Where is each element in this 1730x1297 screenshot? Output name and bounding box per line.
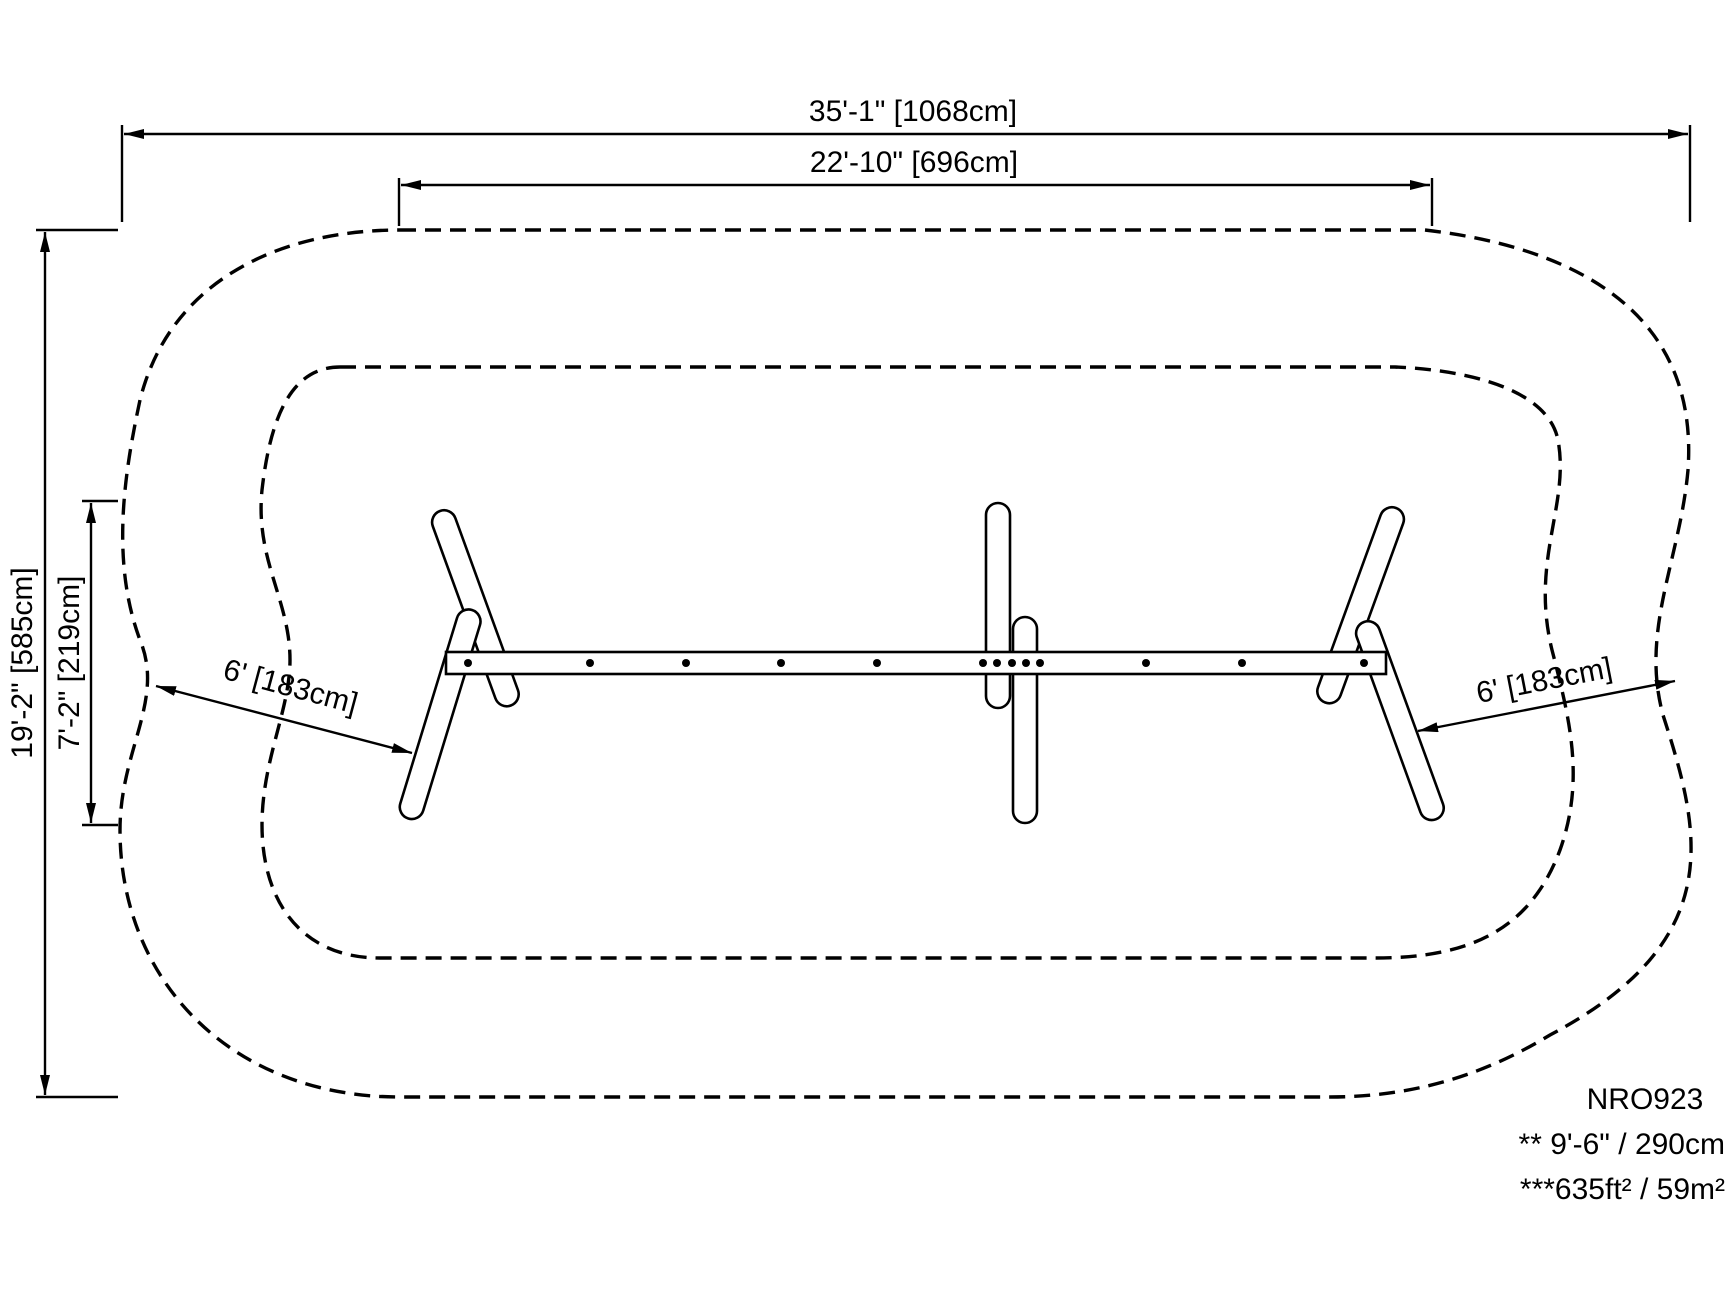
bolt [1036,659,1044,667]
top-beam [444,650,1388,676]
bolt [1238,659,1246,667]
inner-use-zone [259,365,1575,960]
bolt [586,659,594,667]
bolt [979,659,987,667]
post [398,608,482,821]
bolt [873,659,881,667]
bolt [682,659,690,667]
outer-use-zone [118,228,1693,1099]
bolt [1360,659,1368,667]
overall-length-label: 35'-1" [1068cm] [809,95,1017,128]
right-clearance-label: 6' [183cm] [1474,651,1615,710]
bolt [464,659,472,667]
beam-bolts [464,659,1368,667]
bolt [1142,659,1150,667]
overall-width-label: 19'-2" [585cm] [6,567,39,758]
bolt [993,659,1001,667]
bolt [1022,659,1030,667]
post [984,501,1012,710]
area-note: ***635ft² / 59m² [1520,1173,1725,1206]
post [1011,615,1039,825]
model-number: NRO923 [1587,1083,1704,1116]
structure-width-label: 7'-2" [219cm] [53,576,86,751]
post [1354,619,1446,822]
height-note: ** 9'-6" / 290cm [1519,1128,1725,1161]
bolt [1008,659,1016,667]
right-clearance-dimension-line [1417,679,1676,733]
bolt [777,659,785,667]
structure-length-label: 22'-10" [696cm] [810,146,1018,179]
left-clearance-dimension-line [155,684,413,755]
